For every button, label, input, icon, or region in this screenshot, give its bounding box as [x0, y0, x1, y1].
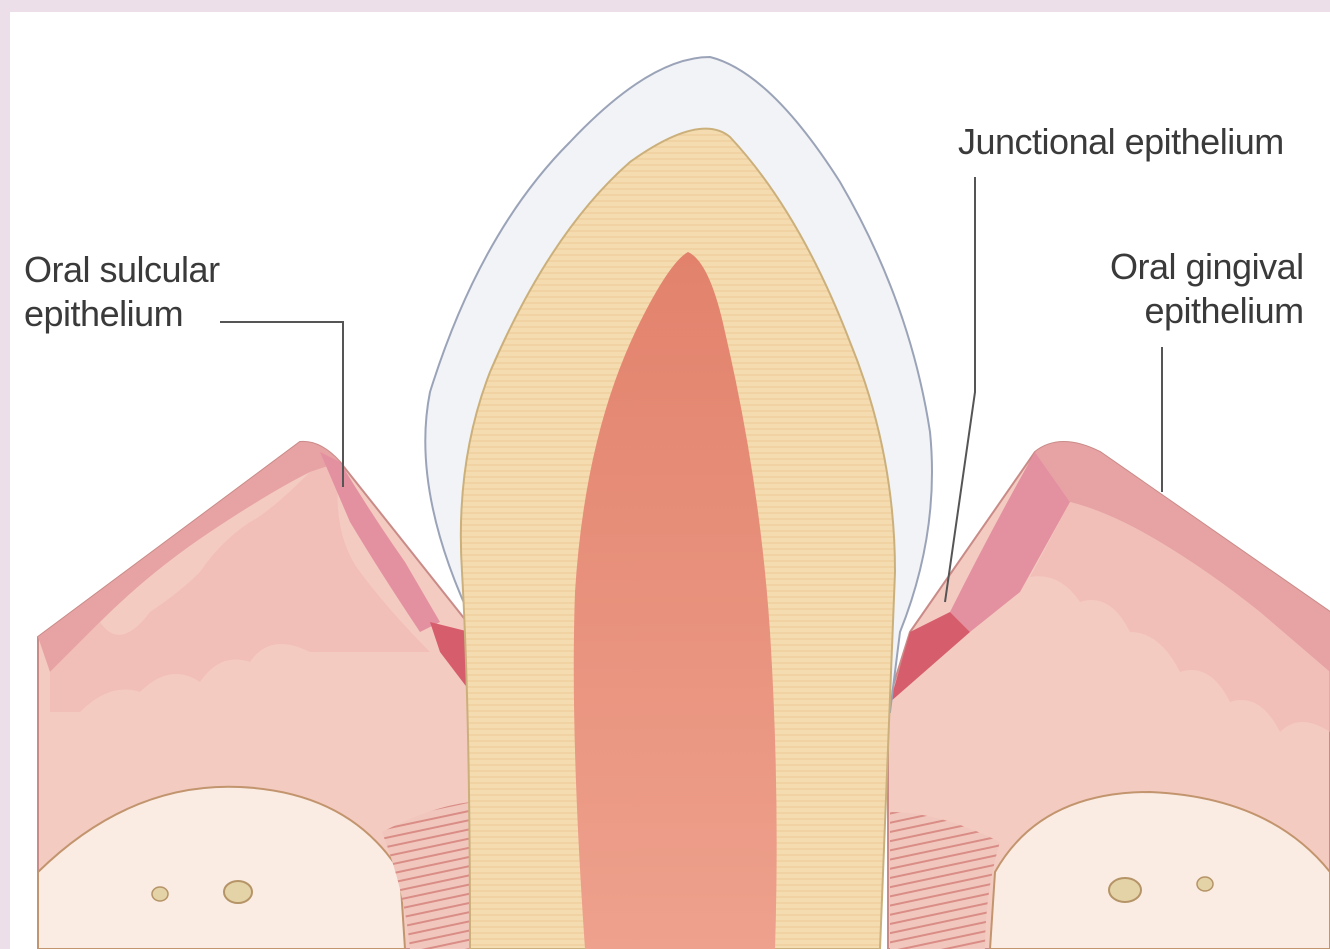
label-oral-gingival-line1: Oral gingival	[1110, 245, 1304, 289]
figure-frame: Oral sulcular epithelium Junctional epit…	[10, 12, 1330, 949]
left-bone-marrow-space	[224, 881, 252, 903]
label-oral-sulcular-line2: epithelium	[24, 292, 220, 336]
right-gingiva	[888, 442, 1330, 949]
label-oral-sulcular-epithelium: Oral sulcular epithelium	[24, 248, 220, 336]
left-bone-marrow-space-small	[152, 887, 168, 901]
label-oral-gingival-epithelium: Oral gingival epithelium	[1110, 245, 1304, 333]
label-junctional-text: Junctional epithelium	[958, 120, 1284, 164]
junctional-leader-line	[945, 177, 975, 602]
label-junctional-epithelium: Junctional epithelium	[958, 120, 1284, 164]
right-bone-marrow-space	[1109, 878, 1141, 902]
left-gingiva	[38, 442, 482, 949]
tooth	[425, 57, 932, 949]
right-bone-marrow-space-small	[1197, 877, 1213, 891]
label-oral-gingival-line2: epithelium	[1110, 289, 1304, 333]
label-oral-sulcular-line1: Oral sulcular	[24, 248, 220, 292]
